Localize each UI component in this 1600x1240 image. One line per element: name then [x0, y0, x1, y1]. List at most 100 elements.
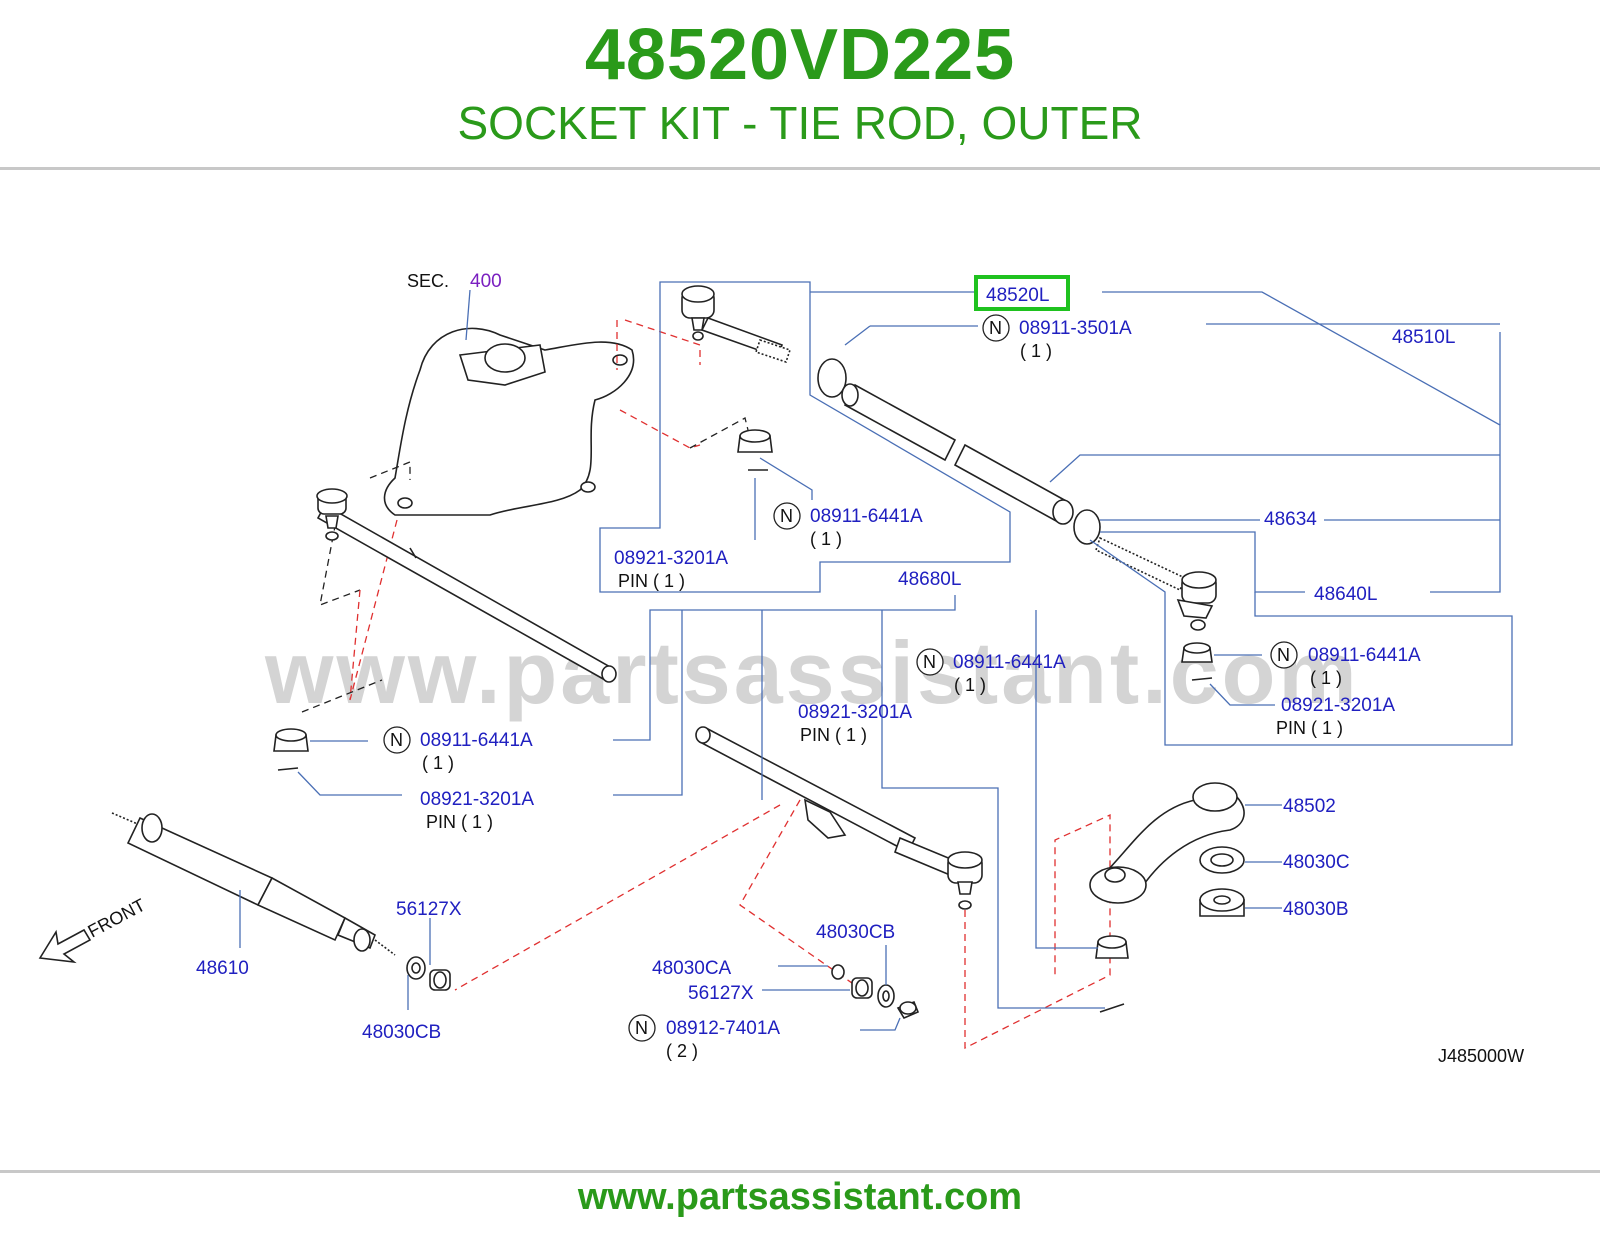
header-divider	[0, 167, 1600, 170]
n-mark-text: N	[989, 318, 1002, 338]
leader-n7401	[860, 1017, 901, 1031]
bracket-48680L-left	[613, 595, 956, 741]
callout-48610[interactable]: 48610	[196, 958, 249, 979]
left-tie-rod-assembly	[316, 488, 617, 683]
callout-48510L[interactable]: 48510L	[1392, 327, 1455, 348]
center-relay-rod	[695, 726, 983, 910]
sec-prefix: SEC.	[407, 271, 449, 291]
callout-48502[interactable]: 48502	[1283, 796, 1336, 817]
bushing-56127x-b	[851, 977, 873, 999]
cotter-pin-lower	[1099, 1003, 1125, 1013]
leader-48510L-tube	[1049, 454, 1500, 483]
dash-red-housing	[616, 320, 701, 449]
bracket-48520L-box	[599, 281, 1011, 593]
bushing-56127x-a	[429, 969, 451, 991]
sec-number-link[interactable]: 400	[470, 271, 502, 292]
qty-08911-6441a-right: ( 1 )	[1310, 668, 1342, 688]
front-arrow	[38, 928, 92, 964]
callout-08911-6441a-right[interactable]: 08911-6441A	[1308, 645, 1421, 666]
pin-qty-center: PIN ( 1 )	[800, 725, 867, 745]
callout-08921-3201a-top[interactable]: 08921-3201A	[614, 548, 728, 569]
bracket-48680L-nut	[1035, 610, 1098, 949]
callout-48680L[interactable]: 48680L	[898, 569, 961, 590]
pin-qty-top: PIN ( 1 )	[618, 571, 685, 591]
callout-08911-3501a[interactable]: 08911-3501A	[1019, 318, 1132, 339]
watermark-text: www.partsassistant.com	[264, 623, 1360, 722]
leader-48640L	[1100, 531, 1305, 593]
dash-black-a	[689, 417, 749, 449]
bracket-48680L-pin-c	[881, 610, 1105, 1009]
adjusting-tube	[817, 358, 1101, 545]
nut-08912-7401a	[896, 1000, 920, 1020]
n-mark-icon	[982, 314, 1010, 342]
dash-red-left	[349, 519, 398, 701]
washer-48030ca	[831, 964, 845, 980]
pin-qty-right: PIN ( 1 )	[1276, 718, 1343, 738]
callout-48030CA[interactable]: 48030CA	[652, 958, 732, 979]
callout-48030CB-center[interactable]: 48030CB	[816, 922, 895, 943]
callout-08921-3201a-right[interactable]: 08921-3201A	[1281, 695, 1395, 716]
bracket-48680L-pin	[613, 610, 683, 796]
dash-black-b	[319, 461, 411, 607]
callout-56127X-left[interactable]: 56127X	[396, 899, 462, 920]
n-mark-text: N	[1277, 645, 1290, 665]
nut-48030b	[1199, 888, 1245, 917]
callout-08911-6441a-center[interactable]: 08911-6441A	[953, 652, 1066, 673]
n-mark-icon	[916, 648, 944, 676]
n-mark-text: N	[635, 1018, 648, 1038]
callout-48634[interactable]: 48634	[1264, 509, 1317, 530]
callout-08911-6441a-top[interactable]: 08911-6441A	[810, 506, 923, 527]
footer-divider	[0, 1170, 1600, 1173]
drawing-code: J485000W	[1438, 1046, 1524, 1066]
bracket-48640L-box	[1089, 539, 1513, 746]
callout-48030C[interactable]: 48030C	[1283, 852, 1350, 873]
tie-rod-end-top	[681, 285, 792, 364]
dash-red-center-right	[964, 813, 1111, 1050]
castle-nut-a	[737, 429, 773, 453]
callout-08911-6441a-left[interactable]: 08911-6441A	[420, 730, 533, 751]
leader-n3501	[844, 325, 871, 346]
footer-url-link[interactable]: www.partsassistant.com	[577, 1176, 1023, 1218]
callout-56127X-center[interactable]: 56127X	[688, 983, 754, 1004]
qty-08911-3501a: ( 1 )	[1020, 341, 1052, 361]
n-mark-text: N	[780, 506, 793, 526]
callout-48520L[interactable]: 48520L	[986, 285, 1049, 306]
qty-08911-6441a-center: ( 1 )	[954, 675, 986, 695]
lock-washer-48030c	[1199, 846, 1245, 874]
steering-damper	[111, 812, 396, 956]
cotter-pin-left	[277, 767, 299, 771]
n-mark-text: N	[923, 652, 936, 672]
leader-sec400	[465, 289, 471, 341]
part-description: SOCKET KIT - TIE ROD, OUTER	[457, 97, 1143, 149]
n-mark-icon	[383, 726, 411, 754]
leader-p3201-c	[297, 771, 402, 796]
qty-08912-7401a: ( 2 )	[666, 1041, 698, 1061]
leader-p3201-b	[1209, 683, 1275, 706]
dash-red-center-lower	[739, 799, 863, 991]
n-mark-icon	[773, 502, 801, 530]
dash-red-damper	[454, 804, 781, 991]
n-mark-icon	[1270, 641, 1298, 669]
castle-nut-right	[1181, 642, 1213, 663]
washer-48030cb-a	[406, 956, 426, 980]
dash-red-housing2	[624, 319, 701, 365]
front-label: FRONT	[84, 895, 148, 942]
callout-08912-7401a[interactable]: 08912-7401A	[666, 1018, 780, 1039]
pin-qty-left: PIN ( 1 )	[426, 812, 493, 832]
leader-n6441-a	[759, 457, 813, 500]
callout-48030B[interactable]: 48030B	[1283, 899, 1349, 920]
castle-nut-lower	[1095, 935, 1129, 959]
n-mark-text: N	[390, 730, 403, 750]
part-number-title: 48520VD225	[584, 15, 1016, 95]
callout-48640L[interactable]: 48640L	[1314, 584, 1377, 605]
castle-nut-left	[273, 728, 309, 752]
dash-black-c	[301, 679, 383, 713]
callout-08921-3201a-center[interactable]: 08921-3201A	[798, 702, 912, 723]
tie-rod-end-right	[1095, 536, 1217, 631]
callout-48030CB-left[interactable]: 48030CB	[362, 1022, 441, 1043]
cotter-pin-right	[1191, 677, 1213, 681]
washer-48030cb-b	[877, 984, 895, 1008]
callout-08921-3201a-left[interactable]: 08921-3201A	[420, 789, 534, 810]
highlight-box-48520L	[974, 275, 1070, 311]
